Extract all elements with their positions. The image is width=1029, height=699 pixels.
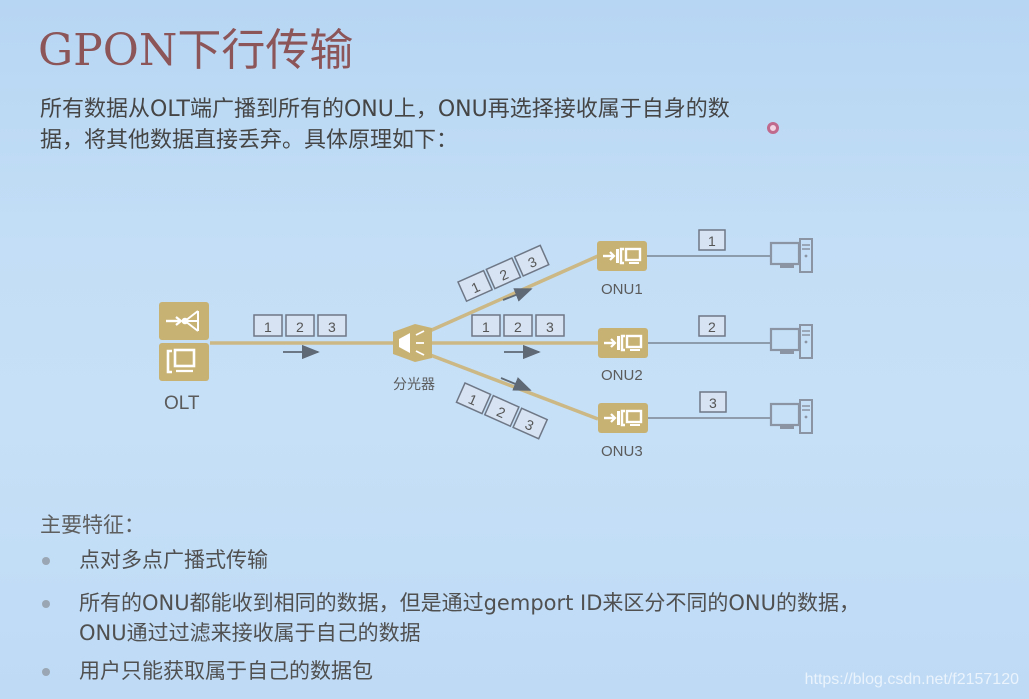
packet-group-onu1: 1 2 3 xyxy=(457,244,550,302)
onu2-label: ONU2 xyxy=(601,367,643,384)
direction-arrow xyxy=(502,288,533,302)
svg-text:1: 1 xyxy=(482,319,490,335)
svg-text:2: 2 xyxy=(708,319,716,335)
onu3-packet: 3 xyxy=(699,391,727,413)
packet-group-onu3: 1 2 3 xyxy=(455,382,548,440)
slide-title: GPON下行传输 xyxy=(38,14,353,78)
svg-text:3: 3 xyxy=(328,319,336,335)
olt-label: OLT xyxy=(164,393,200,414)
intro-line-1: 所有数据从OLT端广播到所有的ONU上，ONU再选择接收属于自身的数 xyxy=(40,97,730,122)
onu2-device xyxy=(596,326,650,360)
features-heading: 主要特征： xyxy=(40,513,145,537)
pointer-cursor-icon xyxy=(767,122,779,134)
splitter-label: 分光器 xyxy=(393,376,435,392)
onu2-packet: 2 xyxy=(698,315,726,337)
bullet-icon xyxy=(42,668,50,676)
olt-device xyxy=(159,302,209,381)
svg-text:1: 1 xyxy=(264,319,272,335)
title-latin: GPON xyxy=(38,25,178,76)
direction-arrow xyxy=(500,377,532,391)
svg-text:2: 2 xyxy=(514,319,522,335)
fiber-lines xyxy=(210,254,599,421)
pc-icon xyxy=(769,237,814,274)
onu1-device xyxy=(595,239,649,273)
bullet-icon xyxy=(42,557,50,565)
svg-text:2: 2 xyxy=(296,319,304,335)
splitter-icon xyxy=(393,324,432,362)
onu3-device xyxy=(596,401,650,435)
svg-text:3: 3 xyxy=(546,319,554,335)
intro-paragraph: 所有数据从OLT端广播到所有的ONU上，ONU再选择接收属于自身的数 据，将其他… xyxy=(40,94,860,156)
onu3-label: ONU3 xyxy=(601,443,643,460)
onu1-label: ONU1 xyxy=(601,281,643,298)
svg-text:3: 3 xyxy=(709,395,717,411)
svg-text:1: 1 xyxy=(708,233,716,249)
bullet-icon xyxy=(42,600,50,608)
pc-icon xyxy=(769,323,814,360)
packet-group-olt: 1 2 3 xyxy=(253,314,347,337)
intro-line-2: 据，将其他数据直接丢弃。具体原理如下： xyxy=(40,128,459,153)
pc-icon xyxy=(769,398,814,435)
title-chinese: 下行传输 xyxy=(177,25,354,76)
packet-group-onu2: 1 2 3 xyxy=(471,314,565,337)
watermark: https://blog.csdn.net/f2157120 xyxy=(804,671,1019,688)
onu1-packet: 1 xyxy=(698,229,726,251)
